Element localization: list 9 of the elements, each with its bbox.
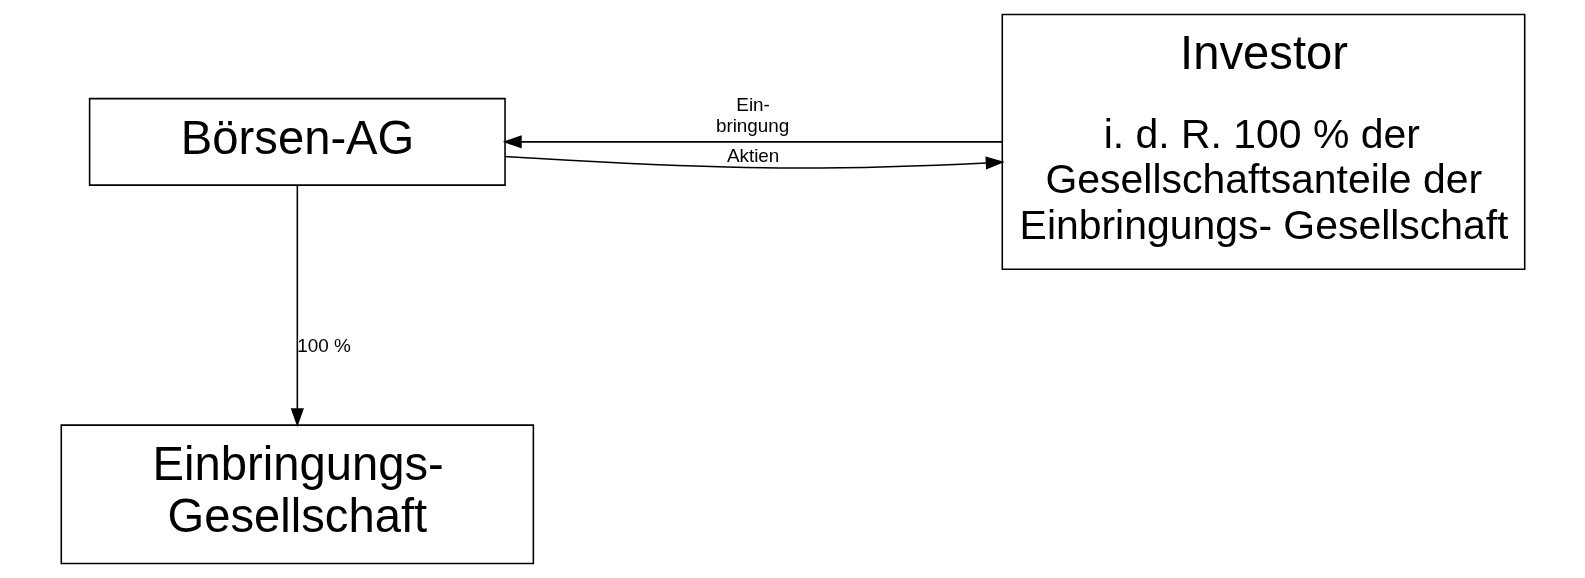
node-box: Börsen-AG bbox=[88, 97, 506, 186]
edge-label: Aktien bbox=[726, 144, 779, 166]
node-box: Einbringungs- Gesellschaft bbox=[60, 424, 534, 565]
edge-label: Ein- bringung bbox=[715, 94, 789, 136]
arrow bbox=[502, 135, 1003, 149]
node-box: Investor i. d. R. 100 % der Gesellschaftsanteile der Einbringungs- Gesellschaft bbox=[1001, 13, 1525, 271]
arrow bbox=[290, 184, 304, 428]
arrow bbox=[504, 155, 1005, 170]
edge-label: 100 % bbox=[296, 335, 351, 357]
